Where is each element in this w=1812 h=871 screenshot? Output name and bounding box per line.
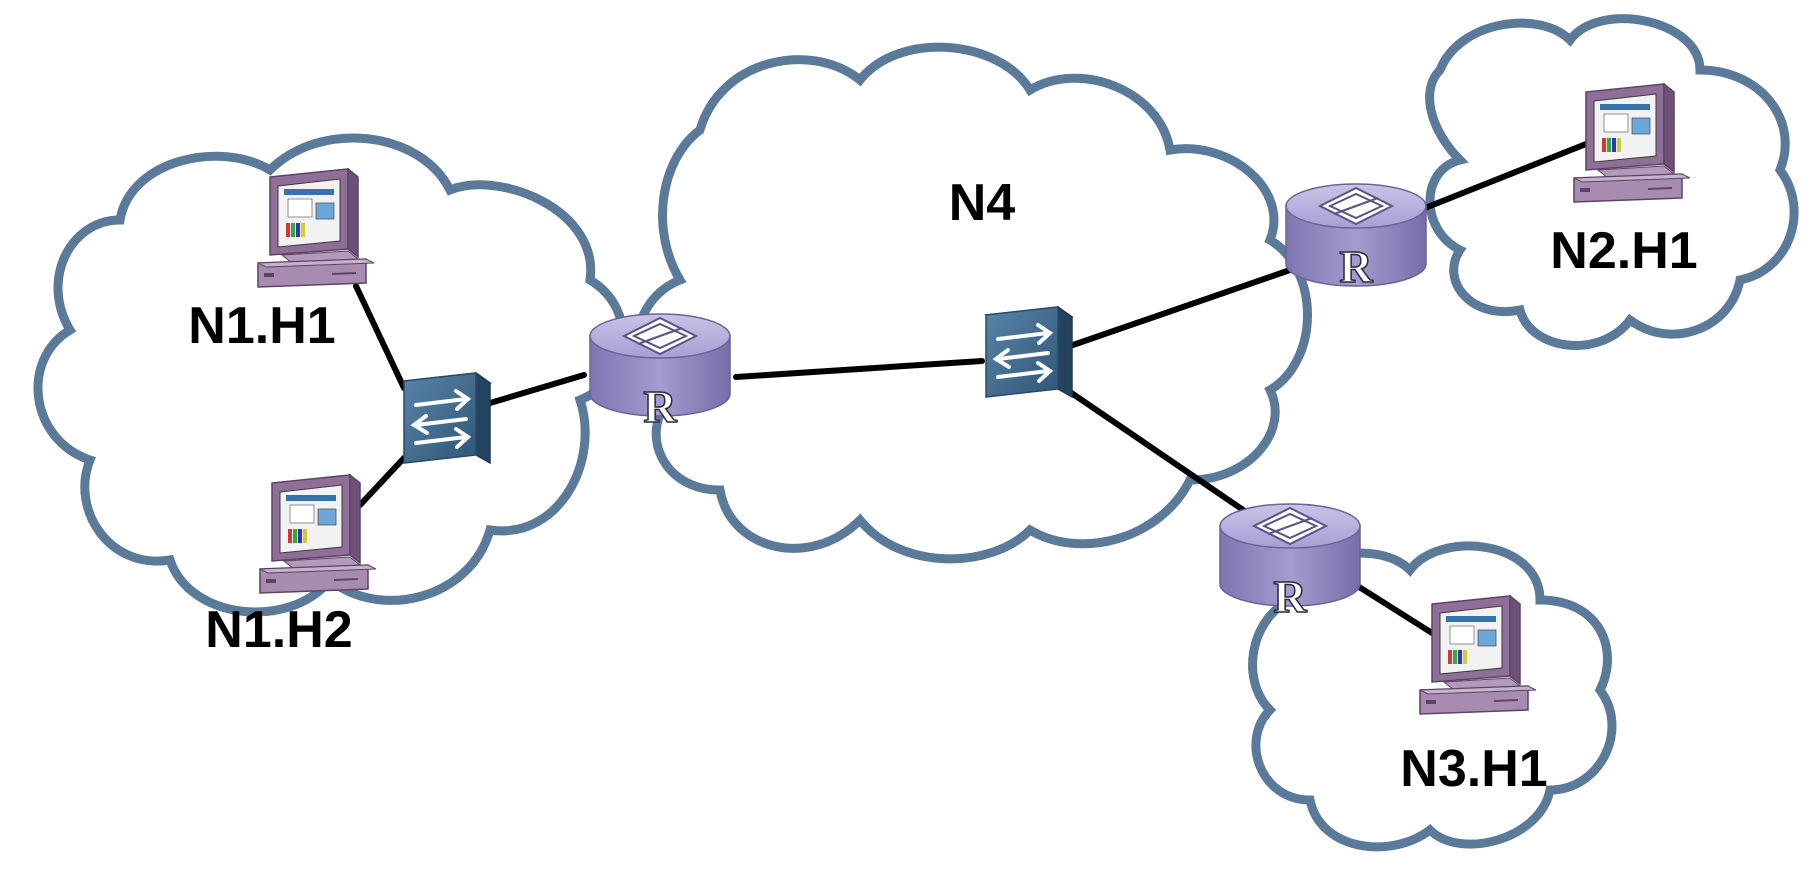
link-switch1-router1 <box>487 372 587 406</box>
link-n1h1-switch1 <box>353 283 407 391</box>
switch-n4-icon <box>984 305 1074 399</box>
links <box>353 141 1589 641</box>
label-n1-h1: N1.H1 <box>188 297 335 355</box>
label-n3-h1: N3.H1 <box>1400 740 1547 798</box>
cloud-n1 <box>33 133 628 617</box>
host-n1-h1-icon <box>257 168 375 288</box>
label-n4: N4 <box>949 174 1016 232</box>
host-n2-h1-icon <box>1573 83 1691 203</box>
host-n1-h2-icon <box>259 474 377 594</box>
link-router2-n2h1 <box>1417 141 1589 213</box>
link-router3-n3h1 <box>1353 582 1443 641</box>
switch-n1-icon <box>402 371 492 465</box>
label-n1-h2: N1.H2 <box>205 601 352 659</box>
link-switch2-router2 <box>1067 267 1293 349</box>
link-router1-switch2 <box>733 358 985 380</box>
router-3-label: R <box>1273 571 1307 622</box>
label-n2-h1: N2.H1 <box>1550 222 1697 280</box>
link-switch2-router3 <box>1067 389 1255 519</box>
host-n3-h1-icon <box>1419 595 1537 715</box>
router-2-label: R <box>1339 241 1373 292</box>
link-n1h2-switch1 <box>357 455 407 508</box>
router-1-label: R <box>643 381 677 432</box>
